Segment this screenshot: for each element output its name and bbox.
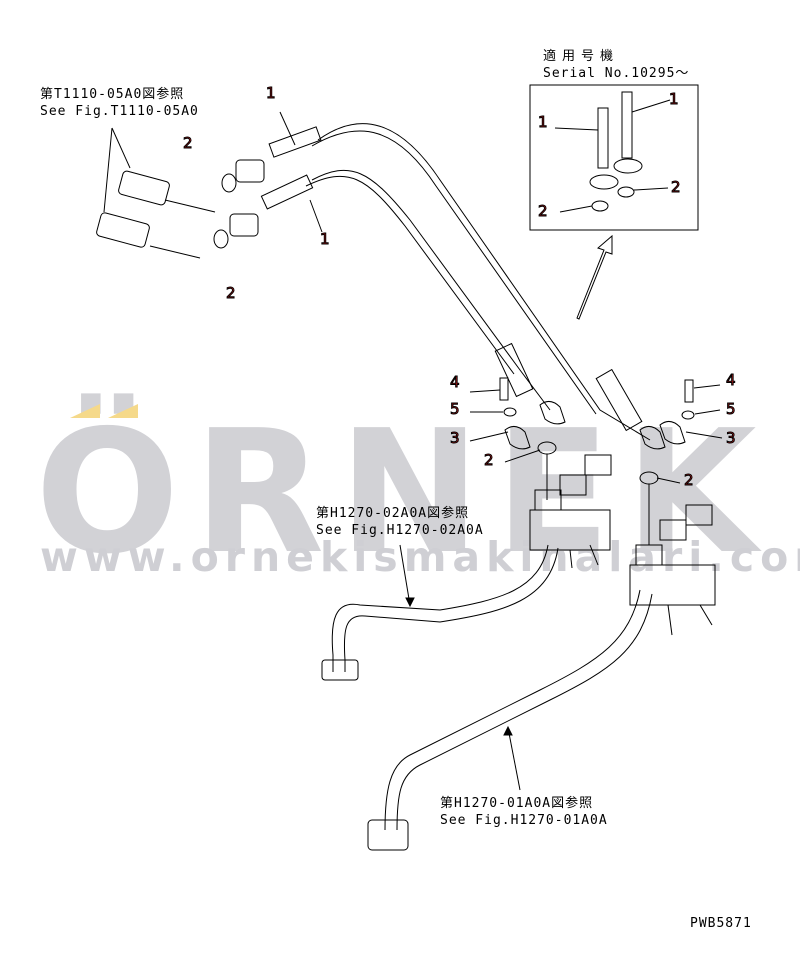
o-ring — [213, 229, 229, 249]
flange — [235, 159, 265, 183]
callout-5: 5 — [450, 400, 460, 418]
callout-4: 4 — [450, 373, 460, 391]
ref-en: See Fig.H1270-01A0A — [440, 813, 608, 828]
callout-3: 3 — [450, 429, 460, 447]
washer — [681, 410, 695, 420]
callout-3: 3 — [726, 429, 736, 447]
hose-1-upper-b — [311, 130, 597, 415]
callout-1: 1 — [669, 90, 679, 108]
hose-fitting — [260, 174, 314, 210]
callout-1: 1 — [538, 113, 548, 131]
callout-1: 1 — [266, 84, 276, 102]
pump-fitting — [118, 170, 170, 206]
pump-fitting — [96, 212, 150, 248]
ref-en: See Fig.T1110-05A0 — [40, 104, 199, 119]
bolt — [499, 377, 509, 401]
ref-h1270-02: 第H1270-02A0A図参照 See Fig.H1270-02A0A — [316, 505, 484, 539]
hose-1-lower-b — [305, 175, 515, 375]
ref-jp: 第T1110-05A0図参照 — [40, 87, 185, 102]
watermark-accent — [70, 404, 100, 418]
split-flange — [539, 401, 566, 425]
callout-2: 2 — [484, 451, 494, 469]
callout-2: 2 — [183, 134, 193, 152]
figure-id: PWB5871 — [690, 916, 752, 931]
bolt — [684, 379, 694, 403]
callout-2: 2 — [226, 284, 236, 302]
ref-en: See Fig.H1270-02A0A — [316, 523, 484, 538]
pipe-flange — [321, 659, 359, 681]
callout-1: 1 — [320, 230, 330, 248]
serial-inset-box — [529, 84, 699, 231]
hose-fitting — [494, 342, 534, 398]
watermark-accent — [108, 404, 138, 418]
pipe-h1270-02 — [331, 544, 549, 672]
ref-t1110: 第T1110-05A0図参照 See Fig.T1110-05A0 — [40, 86, 199, 120]
pipe-flange — [367, 819, 409, 851]
washer — [503, 407, 517, 417]
valve-block-lower — [629, 504, 716, 636]
hose-fitting — [268, 126, 322, 158]
split-flange — [639, 426, 666, 450]
flange — [229, 213, 259, 237]
ref-jp: 第H1270-02A0A図参照 — [316, 506, 470, 521]
callout-2: 2 — [538, 202, 548, 220]
callout-2: 2 — [671, 178, 681, 196]
pipe-h1270-01 — [384, 589, 641, 831]
o-ring — [221, 173, 237, 193]
valve-block-upper — [529, 454, 612, 569]
split-flange — [659, 421, 686, 445]
ref-h1270-01: 第H1270-01A0A図参照 See Fig.H1270-01A0A — [440, 795, 608, 829]
serial-jp: 適用号機 — [543, 49, 620, 64]
hose-fitting — [595, 368, 643, 432]
hose-1-lower — [311, 169, 551, 411]
callout-5: 5 — [726, 400, 736, 418]
inset-hoses — [554, 91, 671, 213]
serial-label: 適用号機 Serial No.10295～ — [543, 48, 689, 82]
o-ring — [537, 441, 557, 455]
callout-2: 2 — [684, 471, 694, 489]
hose-1-upper — [317, 123, 651, 441]
split-flange — [504, 426, 531, 450]
serial-en: Serial No.10295～ — [543, 66, 690, 81]
watermark-url: www.ornekismakinalari.com.tr — [40, 533, 800, 581]
callout-4: 4 — [726, 371, 736, 389]
arrow-to-inset — [576, 234, 613, 320]
ref-jp: 第H1270-01A0A図参照 — [440, 796, 594, 811]
o-ring — [639, 471, 659, 485]
